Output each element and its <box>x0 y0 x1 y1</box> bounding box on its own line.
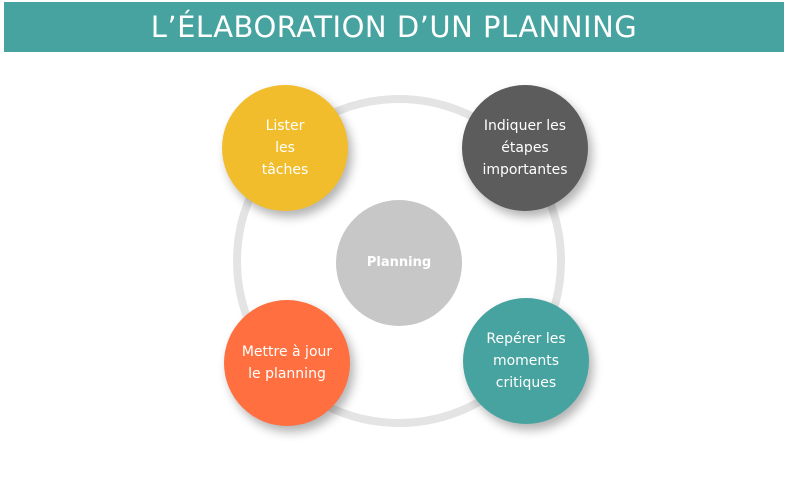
node-label-critical-moments: Repérer les moments critiques <box>486 331 566 391</box>
page-title: L’ÉLABORATION D’UN PLANNING <box>150 10 638 44</box>
title-banner: L’ÉLABORATION D’UN PLANNING <box>4 2 784 52</box>
node-list-tasks: Lister les tâches <box>222 85 348 211</box>
node-key-milestones: Indiquer les étapes importantes <box>462 85 588 211</box>
node-label-key-milestones: Indiquer les étapes importantes <box>482 118 568 178</box>
node-update-planning: Mettre à jour le planning <box>224 300 350 426</box>
cycle-ring <box>233 95 565 427</box>
center-node-planning: Planning <box>336 200 462 326</box>
center-node-label: Planning <box>366 255 432 270</box>
node-label-list-tasks: Lister les tâches <box>261 118 309 178</box>
node-label-update-planning: Mettre à jour le planning <box>241 344 333 382</box>
node-critical-moments: Repérer les moments critiques <box>463 298 589 424</box>
